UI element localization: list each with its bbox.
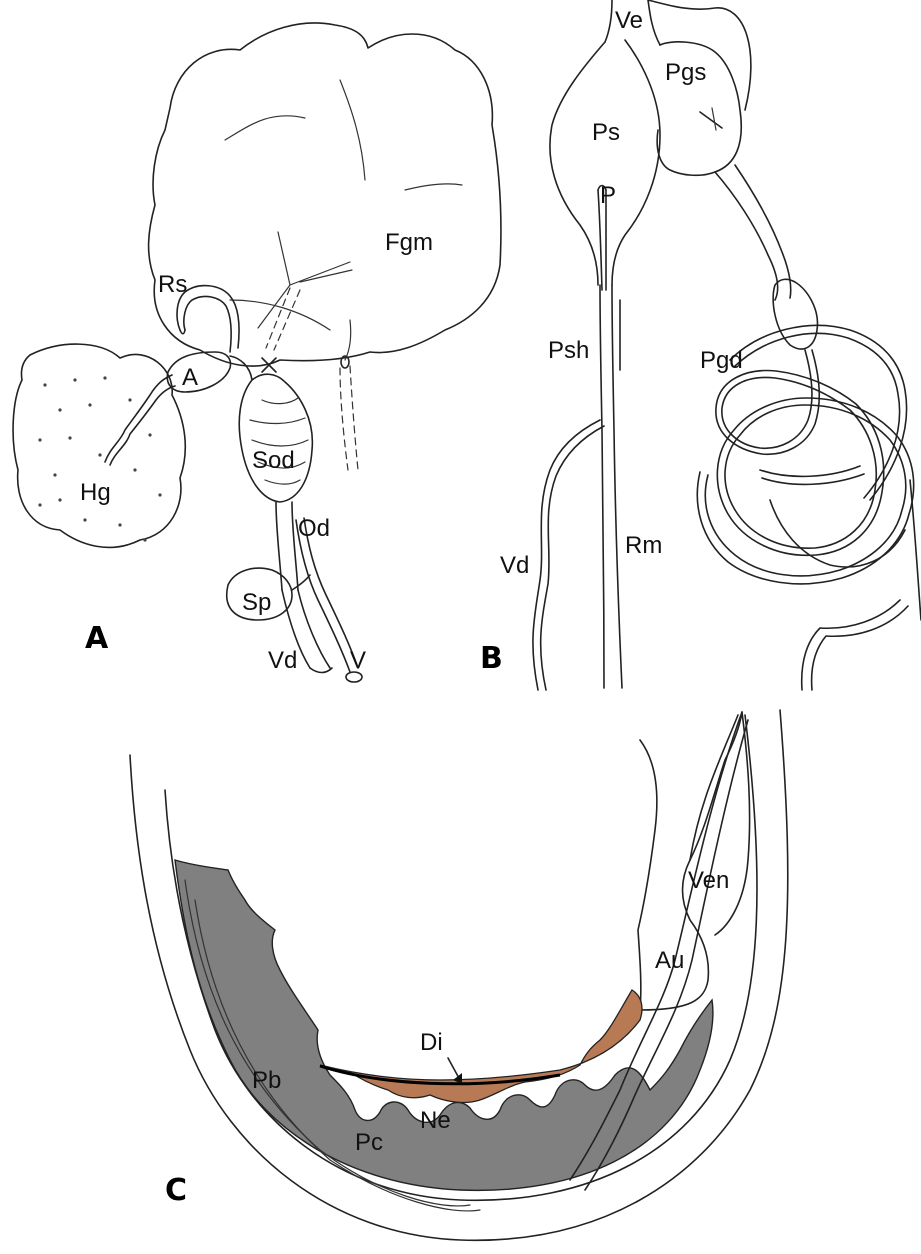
labels: Fgm Rs A Hg Sod Od Sp Vd V A Ve Pgs Ps P… [80, 7, 743, 1208]
panel-letter-b: B [480, 641, 503, 676]
label-pb: Pb [252, 1067, 281, 1094]
label-hg: Hg [80, 479, 111, 506]
label-pc: Pc [355, 1129, 383, 1156]
panel-letter-c: C [165, 1173, 187, 1208]
label-ps: Ps [592, 119, 620, 146]
albumen-gland-outline [167, 352, 230, 392]
panel-letter-a: A [85, 621, 109, 656]
label-di: Di [420, 1029, 443, 1056]
penis-sac-outline [550, 40, 660, 285]
label-p: P [600, 182, 616, 209]
female-gland-mass-outline [149, 23, 501, 366]
nephridium [320, 990, 642, 1102]
label-rm: Rm [625, 532, 662, 559]
label-pgd: Pgd [700, 347, 743, 374]
label-fgm: Fgm [385, 229, 433, 256]
label-sp: Sp [242, 589, 271, 616]
label-pgs: Pgs [665, 59, 706, 86]
label-rs: Rs [158, 271, 187, 298]
label-v: V [350, 647, 366, 674]
label-sod: Sod [252, 447, 295, 474]
label-vd-a: Vd [268, 647, 297, 674]
label-ven: Ven [688, 867, 729, 894]
penial-gland-duct-coils [705, 350, 905, 576]
label-ne: Ne [420, 1107, 451, 1134]
label-au: Au [655, 947, 684, 974]
label-ve: Ve [615, 7, 643, 34]
label-a: A [182, 364, 198, 391]
panel-b [533, 0, 921, 690]
panel-c [130, 710, 788, 1240]
label-od: Od [298, 515, 330, 542]
label-psh: Psh [548, 337, 589, 364]
panel-a [13, 23, 501, 682]
hermaphrodite-gland-outline [13, 344, 185, 547]
label-vd-b: Vd [500, 552, 529, 579]
